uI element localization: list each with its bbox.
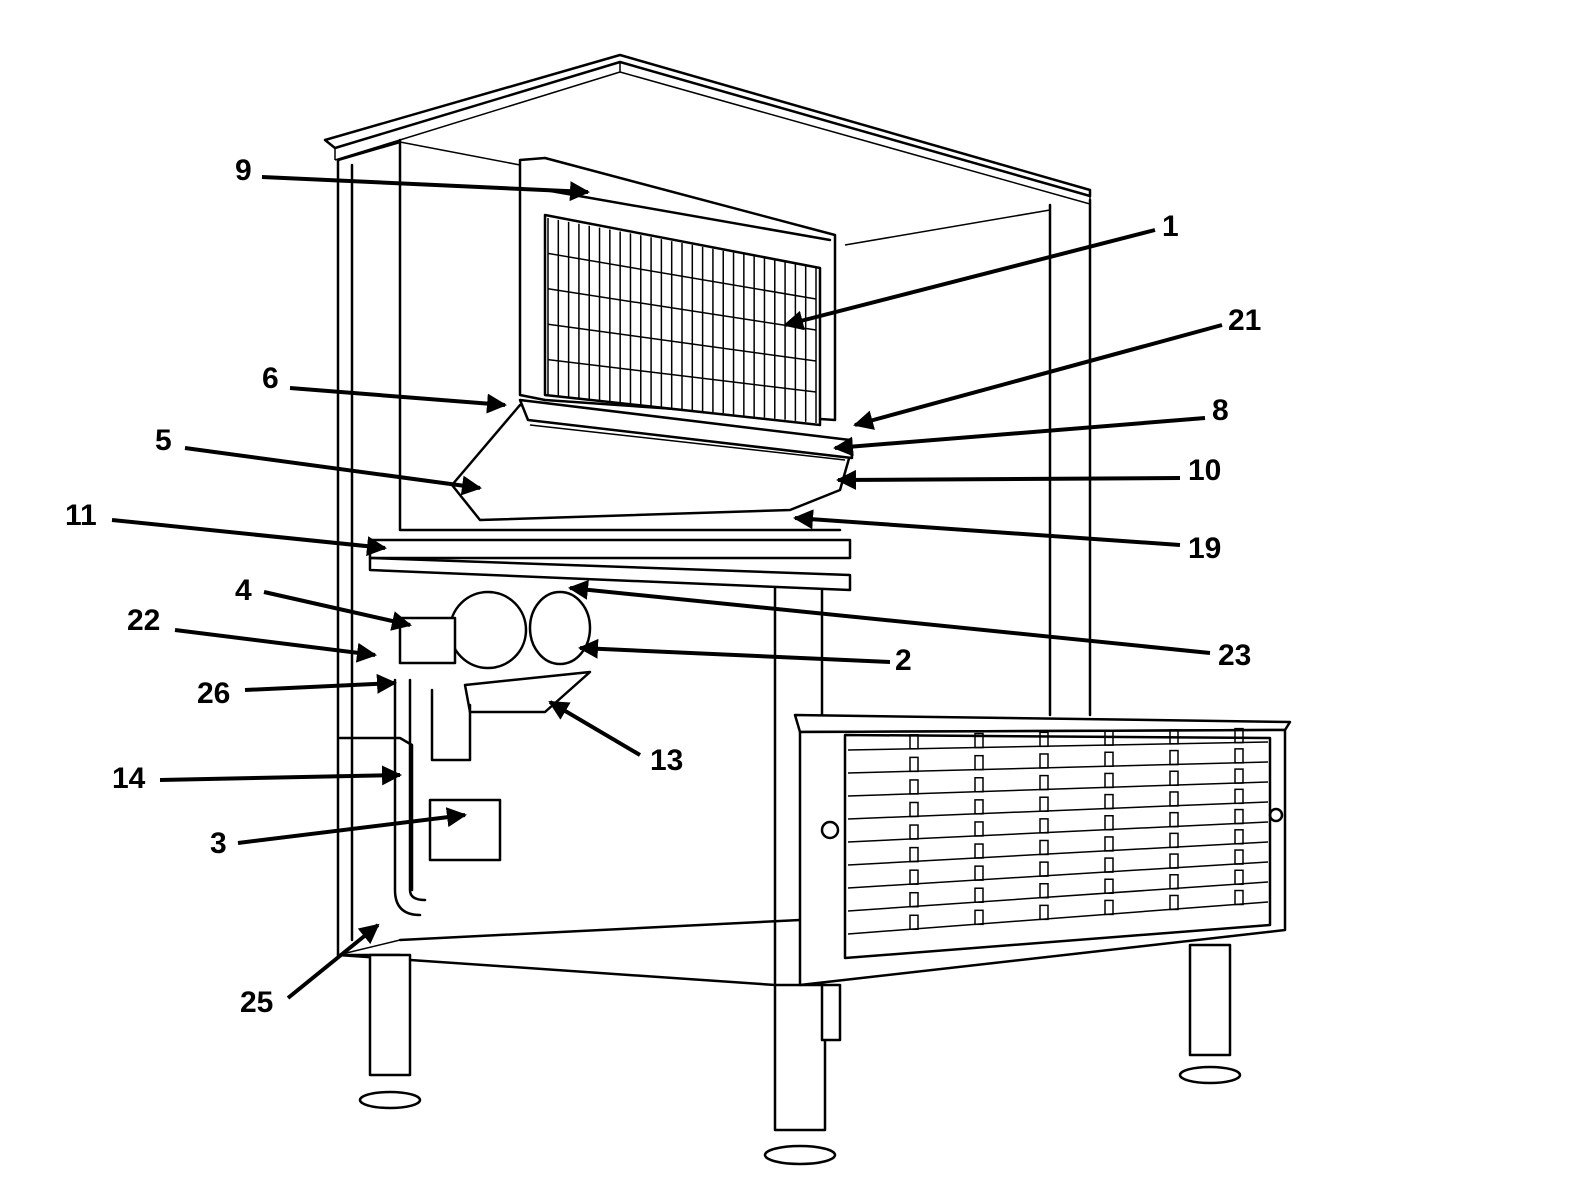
leader-6 [289, 386, 507, 414]
leader-21 [853, 323, 1223, 430]
callout-9: 9 [235, 154, 252, 187]
leader-3 [237, 807, 467, 845]
callout-2: 2 [895, 644, 912, 677]
leader-1 [783, 228, 1156, 331]
callout-10: 10 [1188, 454, 1221, 487]
callout-26: 26 [197, 677, 230, 710]
evaporator [518, 156, 837, 427]
callout-21: 21 [1228, 304, 1261, 337]
callout-22: 22 [127, 604, 160, 637]
leader-23 [568, 579, 1211, 655]
leader-19 [793, 509, 1181, 547]
leader-11 [111, 518, 387, 557]
callout-6: 6 [262, 362, 279, 395]
grille-louvers [847, 727, 1269, 935]
top-cover [323, 53, 1092, 205]
callout-14: 14 [112, 762, 146, 795]
callout-8: 8 [1212, 394, 1229, 427]
callout-4: 4 [235, 574, 252, 607]
leader-4 [263, 590, 412, 631]
callout-11: 11 [65, 499, 97, 532]
pump-assembly [368, 538, 852, 917]
leader-2 [578, 638, 891, 664]
leader-25 [286, 923, 380, 1000]
callout-5: 5 [155, 424, 172, 457]
leader-26 [244, 673, 397, 694]
machine-drawing [323, 53, 1292, 1166]
callout-labels: 1 2 3 4 5 6 8 9 10 11 13 14 19 21 22 23 … [65, 154, 1261, 1019]
leader-9 [261, 175, 590, 202]
leader-14 [159, 765, 402, 786]
leader-10 [836, 469, 1181, 490]
callout-1: 1 [1162, 210, 1179, 243]
callout-3: 3 [210, 827, 227, 860]
leader-5 [184, 446, 482, 496]
callout-25: 25 [240, 986, 273, 1019]
callout-13: 13 [650, 744, 683, 777]
legs [358, 943, 1242, 1166]
callout-23: 23 [1218, 639, 1251, 672]
callout-19: 19 [1188, 532, 1221, 565]
leader-13 [548, 700, 642, 757]
leader-22 [174, 628, 377, 663]
leader-8 [833, 416, 1206, 457]
evaporator-grid [547, 218, 817, 423]
water-trough [450, 398, 854, 522]
callout-leaders [111, 175, 1223, 1000]
condenser-grille [793, 713, 1292, 987]
